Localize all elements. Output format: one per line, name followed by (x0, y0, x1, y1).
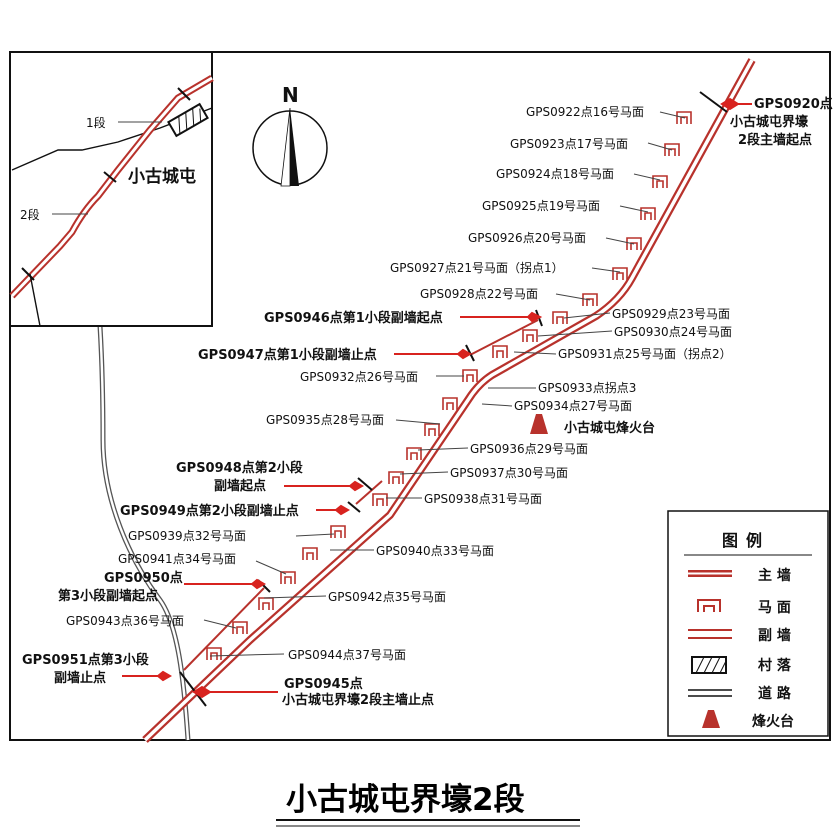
leader-lines (203, 111, 686, 657)
label-gps0922: GPS0922点16号马面 (526, 105, 644, 119)
legend-label-village: 村 落 (758, 657, 792, 674)
label-gps0950-line2: 第3小段副墙起点 (58, 588, 158, 604)
legend-label-road: 道 路 (758, 685, 792, 702)
label-gps0946: GPS0946点第1小段副墙起点 (264, 310, 443, 326)
horse-face-icon (302, 547, 318, 560)
label-gps0950: GPS0950点 (104, 570, 183, 586)
horse-face-icon (612, 267, 628, 280)
compass: N (252, 83, 328, 187)
legend-title: 图例 (722, 531, 770, 550)
inset-village-icon (167, 102, 209, 138)
label-gps0920-line2: 小古城屯界壕 (730, 114, 809, 130)
horse-face-icon (330, 525, 346, 538)
legend-main-wall-icon (688, 570, 732, 577)
inset-seg1-label: 1段 (86, 115, 106, 130)
horse-face-icon (626, 237, 642, 250)
horse-face-icon (462, 369, 478, 382)
legend-road-icon (688, 689, 732, 697)
label-gps0925: GPS0925点19号马面 (482, 199, 600, 213)
horse-face-icon (424, 423, 440, 436)
auxiliary-wall-2 (355, 480, 383, 505)
label-gps0949: GPS0949点第2小段副墙止点 (120, 503, 299, 519)
legend-label-main-wall: 主 墙 (758, 567, 791, 584)
horse-face-icon (522, 329, 538, 342)
label-gps0927: GPS0927点21号马面（拐点1） (390, 260, 564, 275)
horse-face-icon (258, 597, 274, 610)
label-gps0931: GPS0931点25号马面（拐点2） (558, 346, 732, 361)
label-gps0923: GPS0923点17号马面 (510, 137, 628, 151)
legend-auxiliary-wall-icon (688, 629, 732, 639)
label-gps0951-line2: 副墙止点 (54, 670, 106, 686)
horse-face-icon (676, 111, 692, 124)
label-gps0942: GPS0942点35号马面 (328, 590, 446, 604)
auxiliary-wall-3 (183, 587, 265, 671)
label-gps0928: GPS0928点22号马面 (420, 287, 538, 301)
point-pointers (122, 97, 752, 699)
inset-map: 1段 2段 小古城屯 (9, 51, 214, 327)
horse-face-icon (582, 293, 598, 306)
horse-face-icon (442, 397, 458, 410)
label-gps0932: GPS0932点26号马面 (300, 370, 418, 384)
label-beacon: 小古城屯烽火台 (564, 420, 655, 436)
label-gps0939: GPS0939点32号马面 (128, 529, 246, 543)
label-gps0944: GPS0944点37号马面 (288, 648, 406, 662)
label-gps0943: GPS0943点36号马面 (66, 614, 184, 628)
horse-face-icon (664, 143, 680, 156)
map-title: 小古城屯界壕2段 (286, 782, 525, 818)
label-gps0945: GPS0945点 (284, 676, 363, 692)
label-gps0948: GPS0948点第2小段 (176, 460, 303, 476)
horse-face-icon (206, 647, 222, 660)
label-gps0937: GPS0937点30号马面 (450, 466, 568, 480)
auxiliary-wall-1 (469, 319, 539, 356)
label-gps0930: GPS0930点24号马面 (614, 325, 732, 339)
compass-north-label: N (282, 83, 299, 107)
horse-face-icon (406, 447, 422, 460)
horse-face-icon (652, 175, 668, 188)
label-gps0926: GPS0926点20号马面 (468, 231, 586, 245)
label-gps0940: GPS0940点33号马面 (376, 544, 494, 558)
horse-face-icon (280, 571, 296, 584)
inset-seg2-label: 2段 (20, 207, 40, 222)
horse-face-markers (206, 111, 692, 660)
road (97, 325, 191, 741)
label-gps0951: GPS0951点第3小段 (22, 652, 149, 668)
legend-horse-face-icon (697, 599, 721, 612)
label-gps0929: GPS0929点23号马面 (612, 307, 730, 321)
label-gps0935: GPS0935点28号马面 (266, 413, 384, 427)
horse-face-icon (492, 345, 508, 358)
label-gps0938: GPS0938点31号马面 (424, 492, 542, 506)
legend-village-icon (691, 656, 727, 674)
legend-label-beacon-tower: 烽火台 (752, 713, 794, 730)
label-gps0920-line3: 2段主墙起点 (738, 132, 812, 148)
wall-end-markers (179, 91, 728, 707)
inset-village-label: 小古城屯 (128, 166, 196, 187)
legend-label-horse-face: 马 面 (758, 600, 791, 616)
beacon-tower-icon (530, 414, 548, 434)
label-gps0936: GPS0936点29号马面 (470, 442, 588, 456)
label-gps0948-line2: 副墙起点 (214, 478, 266, 494)
horse-face-icon (640, 207, 656, 220)
legend-label-auxiliary-wall: 副 墙 (758, 627, 791, 644)
map-frame (9, 51, 831, 741)
horse-face-icon (232, 621, 248, 634)
label-gps0924: GPS0924点18号马面 (496, 167, 614, 181)
main-wall (142, 58, 756, 743)
point-labels: GPS0920点 小古城屯界壕 2段主墙起点 GPS0922点16号马面 GPS… (22, 96, 833, 708)
legend-beacon-tower-icon (702, 710, 720, 728)
horse-face-icon (372, 493, 388, 506)
label-gps0945-line2: 小古城屯界壕2段主墙止点 (282, 692, 434, 708)
label-gps0947: GPS0947点第1小段副墙止点 (198, 347, 377, 363)
label-gps0934: GPS0934点27号马面 (514, 399, 632, 413)
label-gps0941: GPS0941点34号马面 (118, 552, 236, 566)
legend: 图例 主 墙 马 面 副 墙 村 落 道 路 烽火台 (667, 510, 829, 737)
label-gps0920: GPS0920点 (754, 96, 833, 112)
horse-face-icon (388, 471, 404, 484)
label-gps0933: GPS0933点拐点3 (538, 380, 636, 395)
